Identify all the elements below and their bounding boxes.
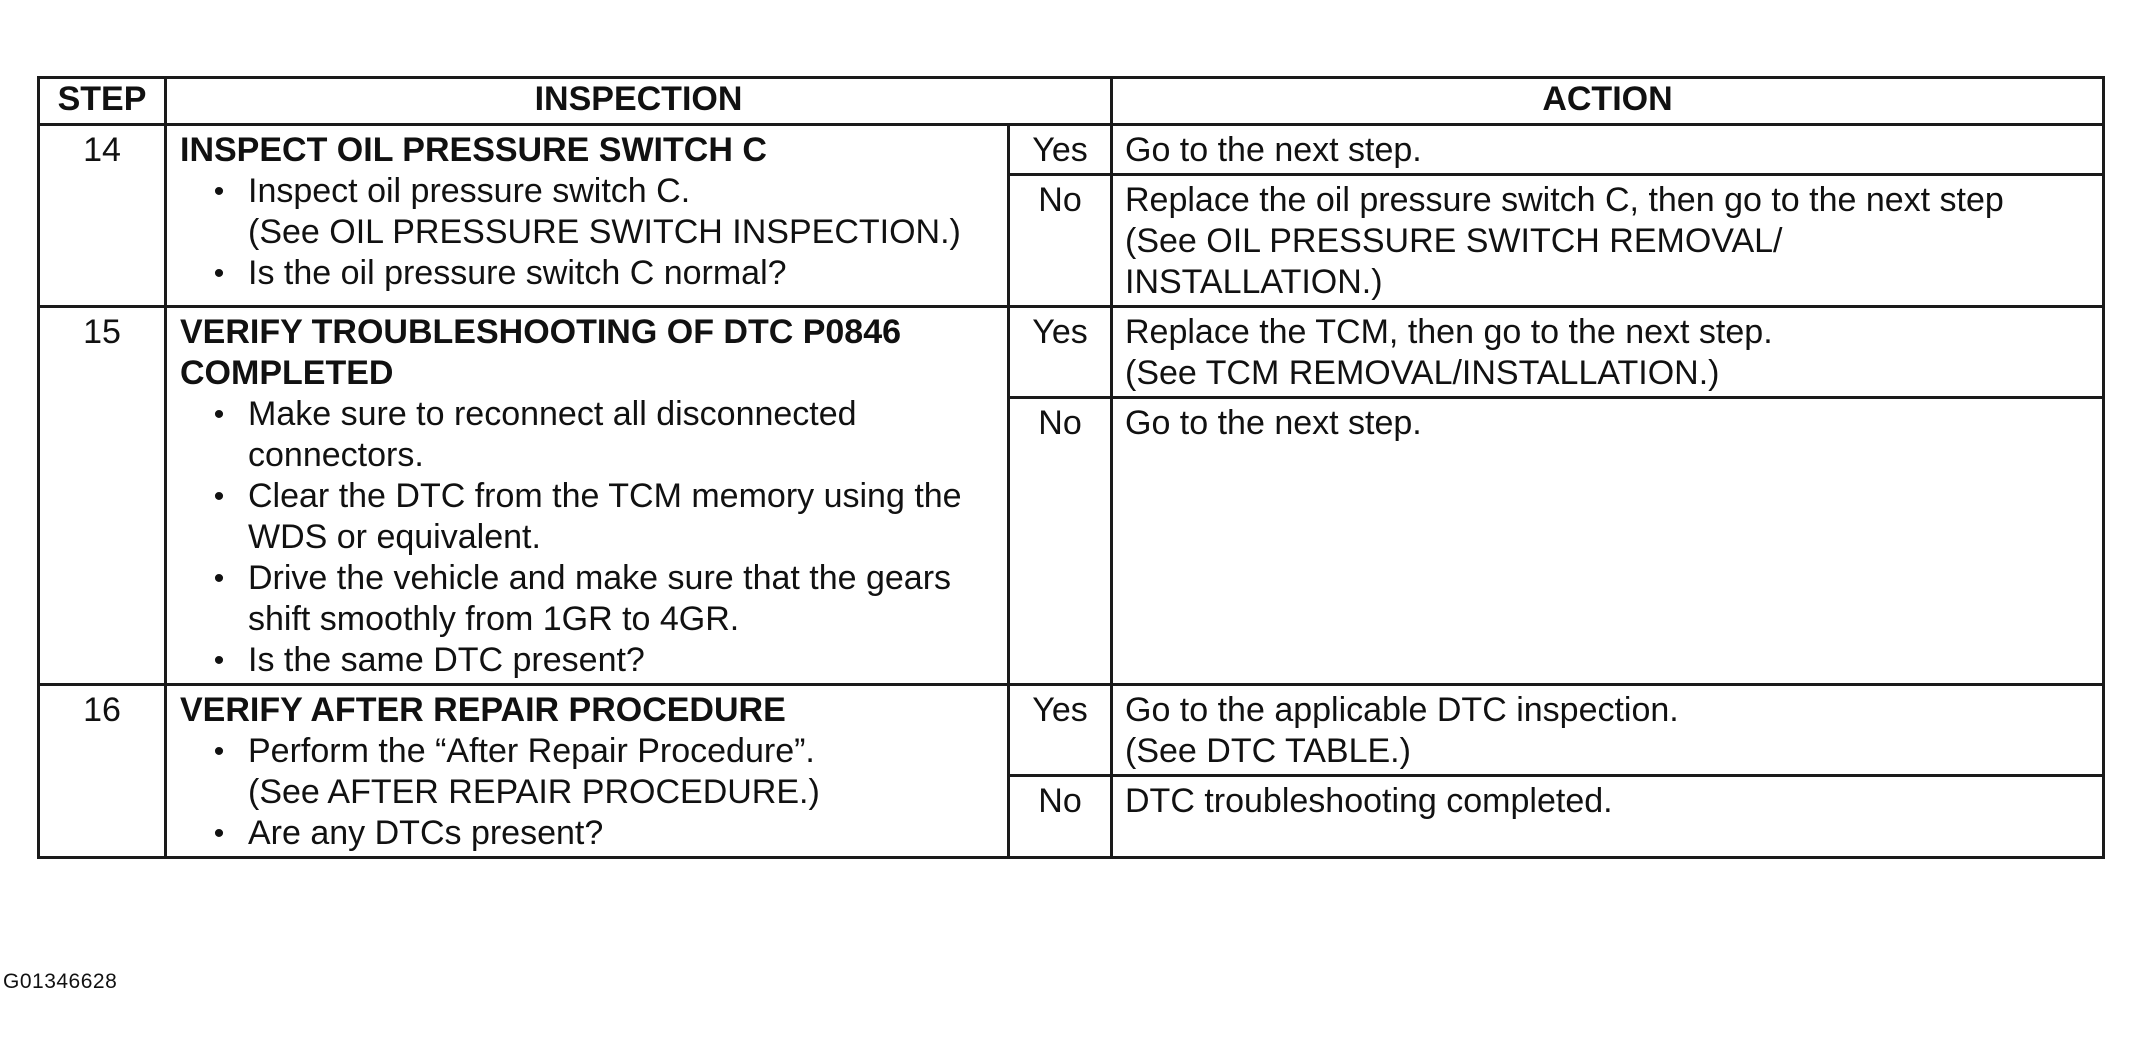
list-item: • Drive the vehicle and make sure that th… <box>204 558 993 640</box>
list-item: • Is the same DTC present? <box>204 640 993 681</box>
action-line: Go to the next step. <box>1125 404 1422 442</box>
header-inspection: INSPECTION <box>164 76 1113 126</box>
bullet-text: Make sure to reconnect all disconnected … <box>248 395 857 474</box>
inspection-title: VERIFY TROUBLESHOOTING OF DTC P0846 COMP… <box>180 313 902 392</box>
table-row: 16 VERIFY AFTER REPAIR PROCEDURE • Perform … <box>37 683 2105 859</box>
no-label: No <box>1007 173 1113 308</box>
bullet-icon: • <box>213 644 225 677</box>
inspection-title: INSPECT OIL PRESSURE SWITCH C <box>180 131 767 169</box>
inspection-cell: INSPECT OIL PRESSURE SWITCH C • Inspect oi… <box>164 123 1010 308</box>
step-number: 16 <box>37 683 167 859</box>
inspection-bullets: • Make sure to reconnect all disconnected… <box>180 394 993 681</box>
bullet-icon: • <box>213 257 225 290</box>
bullet-icon: • <box>213 735 225 768</box>
bullet-text: Clear the DTC from the TCM memory using … <box>248 477 962 556</box>
bullet-note: (See AFTER REPAIR PROCEDURE.) <box>248 773 820 811</box>
bullet-text: Inspect oil pressure switch C. <box>248 172 691 210</box>
yes-action: Go to the applicable DTC inspection.(See… <box>1110 683 2105 777</box>
table-row: No Go to the next step. <box>39 396 2105 686</box>
bullet-note: (See OIL PRESSURE SWITCH INSPECTION.) <box>248 213 961 251</box>
action-line: (See OIL PRESSURE SWITCH REMOVAL/ <box>1125 222 1783 260</box>
bullet-text: Is the oil pressure switch C normal? <box>248 254 787 292</box>
bullet-text: Are any DTCs present? <box>248 814 604 852</box>
action-line: DTC troubleshooting completed. <box>1125 782 1613 820</box>
action-line: Go to the next step. <box>1125 131 1422 169</box>
bullet-icon: • <box>213 175 225 208</box>
list-item: • Make sure to reconnect all disconnected… <box>204 394 993 476</box>
bullet-icon: • <box>213 817 225 850</box>
table-body: 14 INSPECT OIL PRESSURE SWITCH C • Inspect … <box>37 123 2105 859</box>
header-step: STEP <box>37 76 167 126</box>
yes-label: Yes <box>1007 305 1113 399</box>
list-item: • Is the oil pressure switch C normal? <box>204 253 993 294</box>
action-line: Replace the oil pressure switch C, then … <box>1125 181 2004 219</box>
no-label: No <box>1007 774 1113 859</box>
inspection-bullets: • Perform the “After Repair Procedure”.(S… <box>180 731 993 854</box>
table-row: 14 INSPECT OIL PRESSURE SWITCH C • Inspect … <box>37 123 2105 308</box>
inspection-title: VERIFY AFTER REPAIR PROCEDURE <box>180 691 786 729</box>
table-row: No DTC troubleshooting completed. <box>39 774 2105 859</box>
list-item: • Perform the “After Repair Procedure”.(S… <box>204 731 993 813</box>
no-label: No <box>1007 396 1113 686</box>
troubleshooting-table: STEP INSPECTION ACTION 14 INSPECT OIL PRE… <box>37 76 2105 859</box>
no-action: Replace the oil pressure switch C, then … <box>1110 173 2105 308</box>
figure-code: G01346628 <box>3 970 118 993</box>
action-line: INSTALLATION.) <box>1125 263 1383 301</box>
action-line: (See DTC TABLE.) <box>1125 732 1411 770</box>
list-item: • Inspect oil pressure switch C.(See OIL … <box>204 171 993 253</box>
header-action: ACTION <box>1110 76 2105 126</box>
header-row: STEP INSPECTION ACTION <box>37 76 2105 126</box>
table-row: No Replace the oil pressure switch C, the… <box>39 173 2105 308</box>
bullet-text: Drive the vehicle and make sure that the… <box>248 559 952 638</box>
action-line: Go to the applicable DTC inspection. <box>1125 691 1679 729</box>
action-line: (See TCM REMOVAL/INSTALLATION.) <box>1125 354 1720 392</box>
bullet-icon: • <box>213 398 225 431</box>
list-item: • Are any DTCs present? <box>204 813 993 854</box>
inspection-bullets: • Inspect oil pressure switch C.(See OIL … <box>180 171 993 294</box>
list-item: • Clear the DTC from the TCM memory using… <box>204 476 993 558</box>
action-line: Replace the TCM, then go to the next ste… <box>1125 313 1773 351</box>
inspection-cell: VERIFY AFTER REPAIR PROCEDURE • Perform th… <box>164 683 1010 859</box>
inspection-cell: VERIFY TROUBLESHOOTING OF DTC P0846 COMP… <box>164 305 1010 686</box>
bullet-text: Is the same DTC present? <box>248 641 645 679</box>
bullet-icon: • <box>213 562 225 595</box>
yes-label: Yes <box>1007 683 1113 777</box>
bullet-icon: • <box>213 480 225 513</box>
no-action: DTC troubleshooting completed. <box>1110 774 2105 859</box>
yes-label: Yes <box>1007 123 1113 176</box>
step-number: 14 <box>37 123 167 308</box>
yes-action: Replace the TCM, then go to the next ste… <box>1110 305 2105 399</box>
yes-action: Go to the next step. <box>1110 123 2105 176</box>
bullet-text: Perform the “After Repair Procedure”. <box>248 732 815 770</box>
no-action: Go to the next step. <box>1110 396 2105 686</box>
step-number: 15 <box>37 305 167 686</box>
